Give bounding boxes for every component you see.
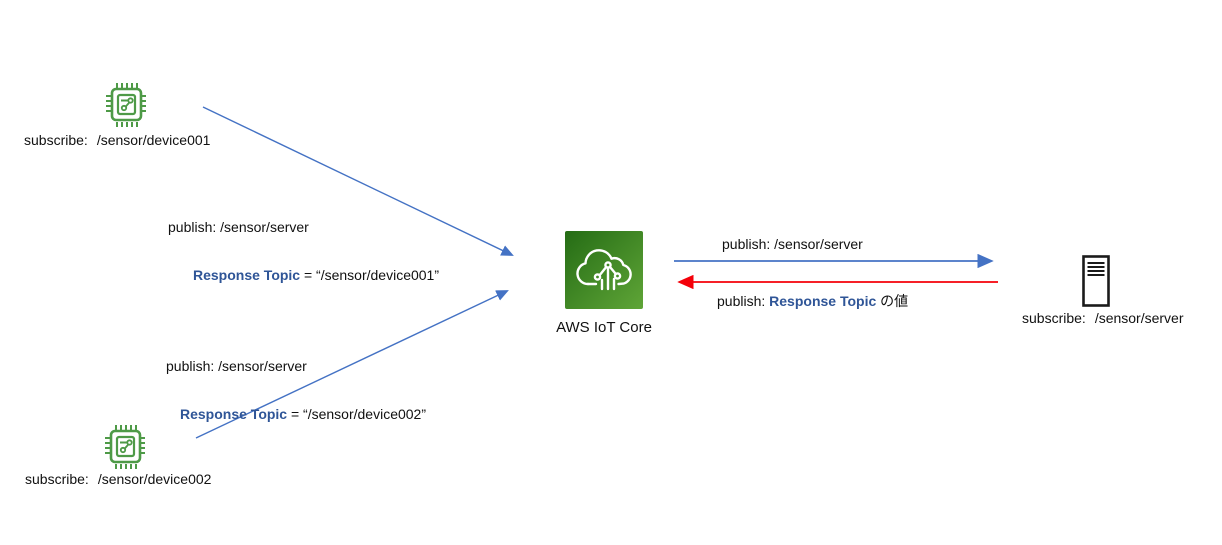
subscribe-keyword: subscribe: [24,132,88,148]
device2-subscribe-label: subscribe: /sensor/device002 [25,471,211,487]
server-subscribe-label: subscribe: /sensor/server [1022,310,1184,326]
publish-line: publish: /sensor/server [168,219,309,235]
subscribe-topic: /sensor/device001 [96,132,211,148]
response-topic-label: Response Topic [769,293,877,309]
response-topic-label: Response Topic [180,406,288,422]
subscribe-topic: /sensor/server [1094,310,1184,326]
aws-iot-core-cloud-icon [565,231,643,309]
device1-publish-block: publish: /sensor/server Response Topic =… [168,187,439,315]
response-topic-line: Response Topic = “/sensor/device002” [180,406,426,422]
response-topic-line: Response Topic = “/sensor/device001” [193,267,439,283]
device1-subscribe-label: subscribe: /sensor/device001 [24,132,210,148]
server-tower-icon [1082,255,1110,307]
device2-publish-block: publish: /sensor/server Response Topic =… [166,326,426,454]
server-response-publish-label: publish: Response Topic の値 [717,293,908,309]
iot-core-label: AWS IoT Core [556,319,652,336]
publish-prefix: publish: [717,293,770,309]
response-suffix: の値 [876,293,909,309]
response-topic-label: Response Topic [193,267,301,283]
publish-line: publish: /sensor/server [166,358,307,374]
chip-icon [106,83,146,127]
response-topic-value: = “/sensor/device002” [287,406,426,422]
subscribe-keyword: subscribe: [1022,310,1086,326]
subscribe-keyword: subscribe: [25,471,89,487]
iot-to-server-publish-label: publish: /sensor/server [722,236,863,252]
response-topic-value: = “/sensor/device001” [300,267,439,283]
subscribe-topic: /sensor/device002 [97,471,212,487]
chip-icon [105,425,145,469]
